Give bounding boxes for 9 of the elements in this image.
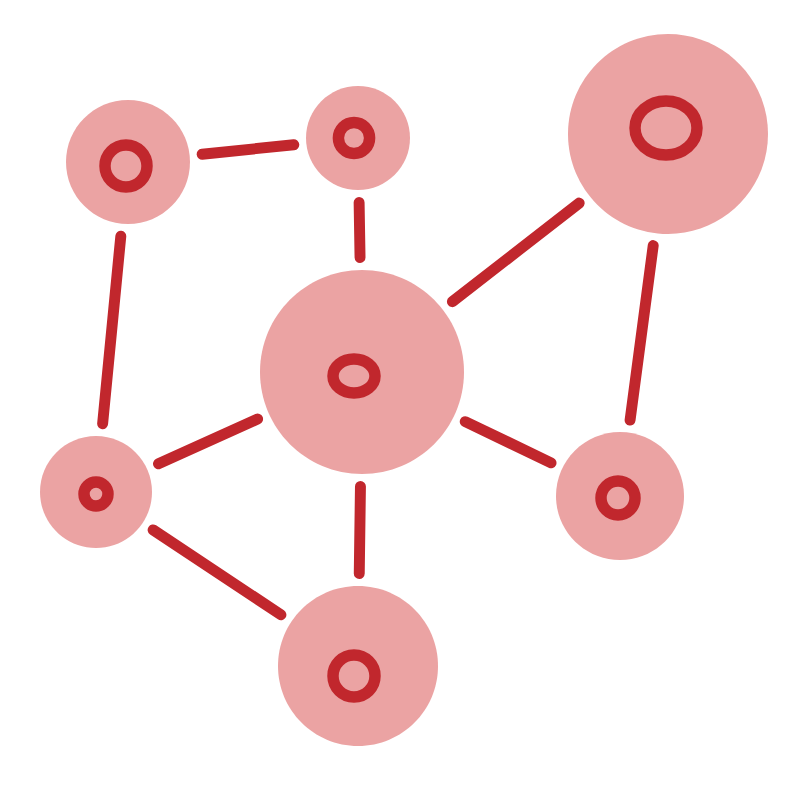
connector-line bbox=[446, 197, 585, 308]
connector-line bbox=[624, 240, 659, 426]
connector-line bbox=[97, 230, 127, 430]
connector-line bbox=[196, 139, 300, 160]
connector-line bbox=[353, 481, 366, 579]
connector-line bbox=[153, 413, 264, 470]
connector-line bbox=[353, 197, 366, 263]
connector-line bbox=[459, 416, 557, 469]
connector-line bbox=[147, 524, 287, 621]
